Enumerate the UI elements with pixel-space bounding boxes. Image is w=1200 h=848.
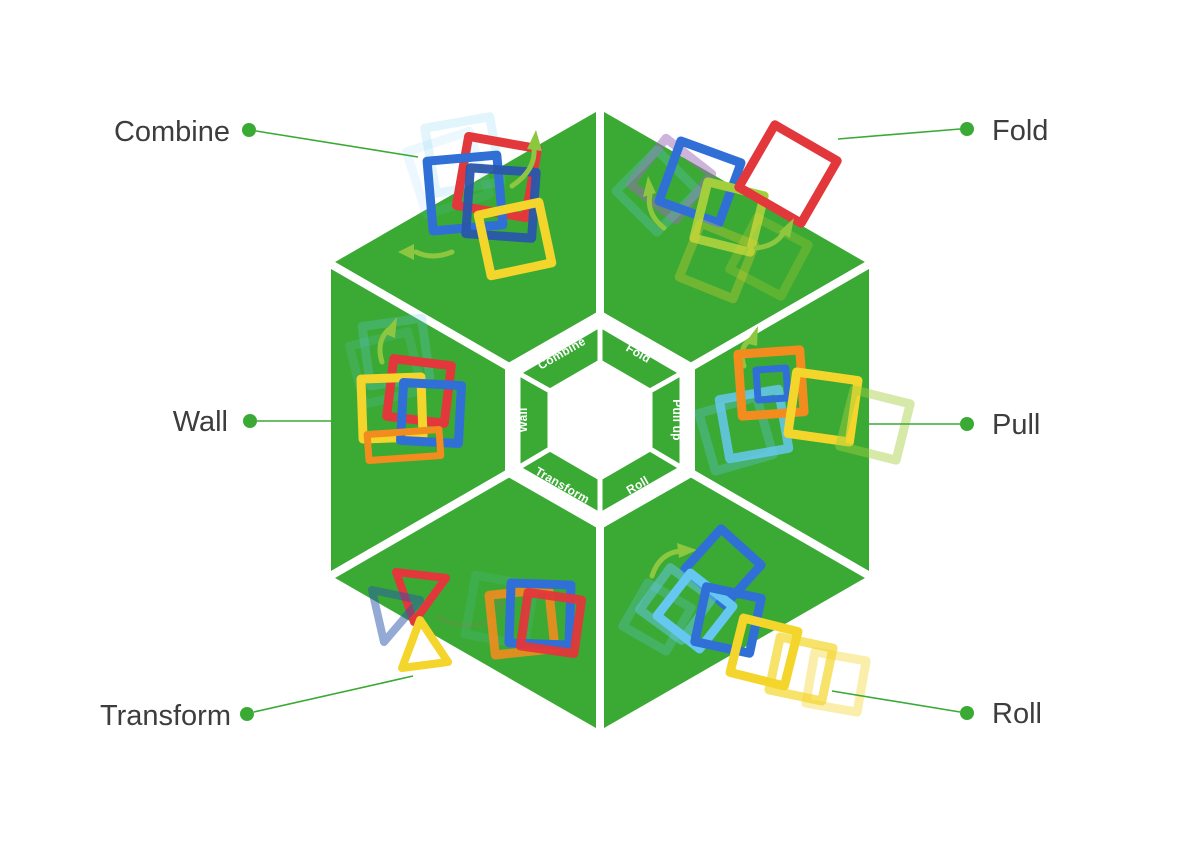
magnet-tile-ghost — [694, 392, 778, 476]
arrowhead-icon — [383, 317, 397, 338]
magnet-tile — [382, 354, 456, 428]
magnet-tile-ghost — [801, 647, 871, 717]
magnet-tile-inner — [752, 364, 792, 404]
magnet-tile — [396, 378, 466, 448]
magnet-tile — [733, 345, 809, 421]
magnet-tile — [504, 578, 576, 650]
pull-label: Pull — [992, 409, 1040, 441]
transform-label: Transform — [100, 700, 231, 732]
wall-dot — [243, 414, 257, 428]
magnet-tile — [734, 120, 842, 228]
pull-dot — [960, 417, 974, 431]
roll-label: Roll — [992, 698, 1042, 730]
arrowhead-icon — [677, 543, 697, 558]
pull-illustration — [694, 326, 915, 476]
magnet-tile-base — [363, 426, 445, 464]
arrowhead-icon — [779, 218, 794, 238]
roll-illustration — [618, 524, 871, 717]
transform-dot — [240, 707, 254, 721]
roll-leader-line — [831, 690, 961, 713]
arrowhead-icon — [643, 176, 656, 197]
magnet-tile-ghost — [625, 133, 717, 225]
fold-dot — [960, 122, 974, 136]
curved-arrow-icon — [646, 191, 667, 231]
combine-leader-line — [255, 130, 419, 158]
magnet-tile — [714, 384, 794, 464]
curved-arrow-icon — [413, 249, 455, 259]
wall-illustration — [345, 313, 466, 464]
magnet-tile — [783, 367, 863, 447]
rotate-arrow-icon — [436, 604, 503, 628]
fold-label: Fold — [992, 115, 1048, 147]
fold-illustration — [611, 120, 842, 304]
transform-illustration — [368, 568, 586, 672]
curved-arrow-icon — [753, 229, 787, 251]
roll-dot — [960, 706, 974, 720]
magnet-tile — [473, 197, 557, 281]
magnet-tile — [356, 372, 428, 444]
combine-label: Combine — [114, 116, 230, 148]
magnet-triangle-ghost — [368, 586, 424, 646]
magnet-tile — [484, 584, 560, 660]
wall-label: Wall — [173, 406, 228, 438]
ring-label-wall: Wall — [516, 407, 530, 432]
magnet-tile-ghost — [674, 218, 760, 304]
magnet-tile-ghost — [835, 385, 915, 465]
callouts: Combine Fold Wall Pull Transform Roll — [100, 115, 1048, 732]
magnet-tile — [516, 588, 586, 658]
arrowhead-icon — [527, 130, 542, 151]
magnet-tile — [725, 613, 803, 691]
magnet-tile — [654, 136, 746, 228]
curved-arrow-icon — [509, 145, 537, 189]
center-hex-ring: Combine Fold Wall Pull up Transform Roll — [512, 320, 688, 520]
magnet-tile — [690, 582, 766, 658]
transform-leader-line — [253, 675, 414, 713]
ring-label-pull-up: Pull up — [670, 399, 684, 440]
arrowhead-icon — [745, 326, 758, 346]
magnet-tile-ghost — [764, 632, 838, 706]
magnet-triangle — [398, 616, 452, 672]
ring-roll — [597, 446, 687, 520]
fold-leader-line — [837, 128, 961, 140]
combine-dot — [242, 123, 256, 137]
arrowhead-icon — [398, 244, 414, 260]
combine-illustration — [398, 112, 557, 281]
